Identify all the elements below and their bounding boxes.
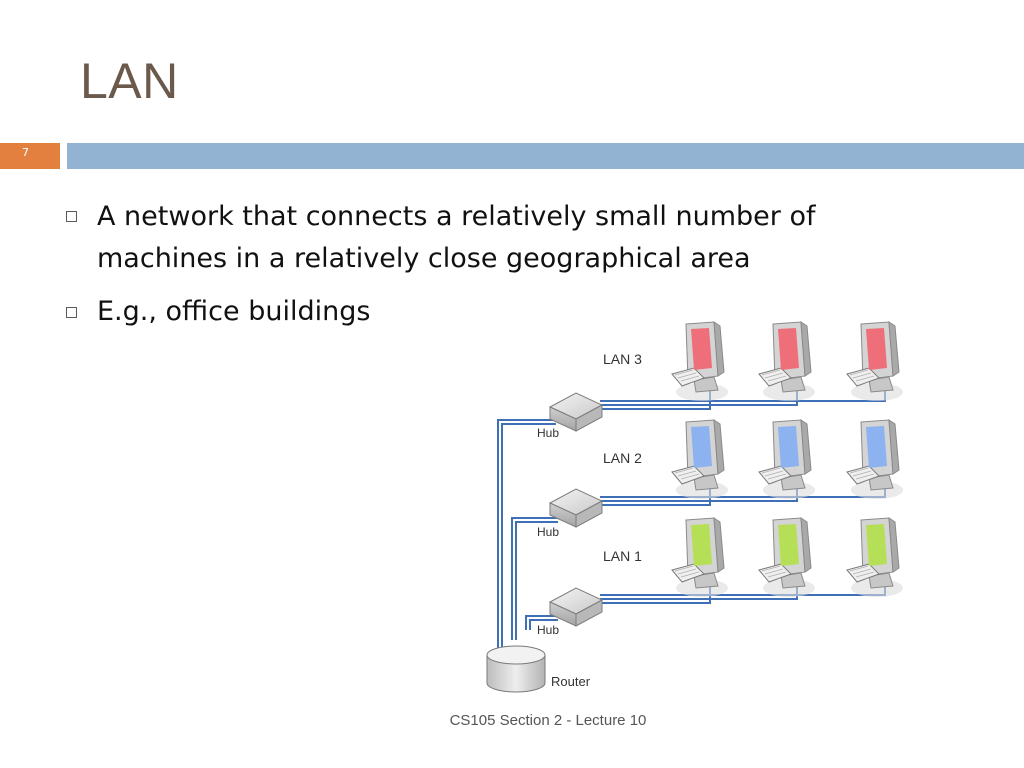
lan1-group: LAN 1 Hub — [537, 517, 904, 637]
computer-icon — [846, 517, 904, 598]
monitor-screen — [866, 524, 887, 566]
slide-number: 7 — [22, 146, 29, 159]
footer-text: CS105 Section 2 - Lecture 10 — [449, 712, 647, 729]
monitor-screen — [691, 328, 712, 370]
monitor-screen — [778, 328, 799, 370]
computer-icon — [846, 321, 904, 402]
computer-icon — [671, 419, 729, 500]
hub-label: Hub — [537, 623, 559, 637]
bullet-square-icon — [66, 307, 77, 318]
router-label: Router — [551, 674, 591, 689]
bullet-text-continued: machines in a relatively close geographi… — [97, 243, 751, 274]
lan-label: LAN 3 — [603, 351, 642, 367]
computer-icon — [758, 419, 816, 500]
lan-label: LAN 1 — [603, 548, 642, 564]
monitor-screen — [866, 426, 887, 468]
monitor-screen — [866, 328, 887, 370]
router-icon — [486, 645, 546, 693]
computer-icon — [758, 517, 816, 598]
hub-label: Hub — [537, 525, 559, 539]
title-divider-bar — [67, 143, 1024, 169]
monitor-screen — [778, 524, 799, 566]
lan2-group: LAN 2 Hub — [537, 419, 904, 539]
slide-title: LAN — [80, 53, 179, 109]
bullet-square-icon — [66, 211, 77, 222]
hub-label: Hub — [537, 426, 559, 440]
computer-icon — [758, 321, 816, 402]
computer-icon — [846, 419, 904, 500]
bullet-text: A network that connects a relatively sma… — [97, 201, 816, 232]
bullet-text: E.g., office buildings — [97, 296, 371, 327]
computer-icon — [671, 517, 729, 598]
monitor-screen — [691, 426, 712, 468]
monitor-screen — [778, 426, 799, 468]
lan-label: LAN 2 — [603, 450, 642, 466]
computer-icon — [671, 321, 729, 402]
slide-number-bar — [0, 143, 60, 169]
lan3-group: LAN 3 Hub — [537, 321, 904, 440]
monitor-screen — [691, 524, 712, 566]
